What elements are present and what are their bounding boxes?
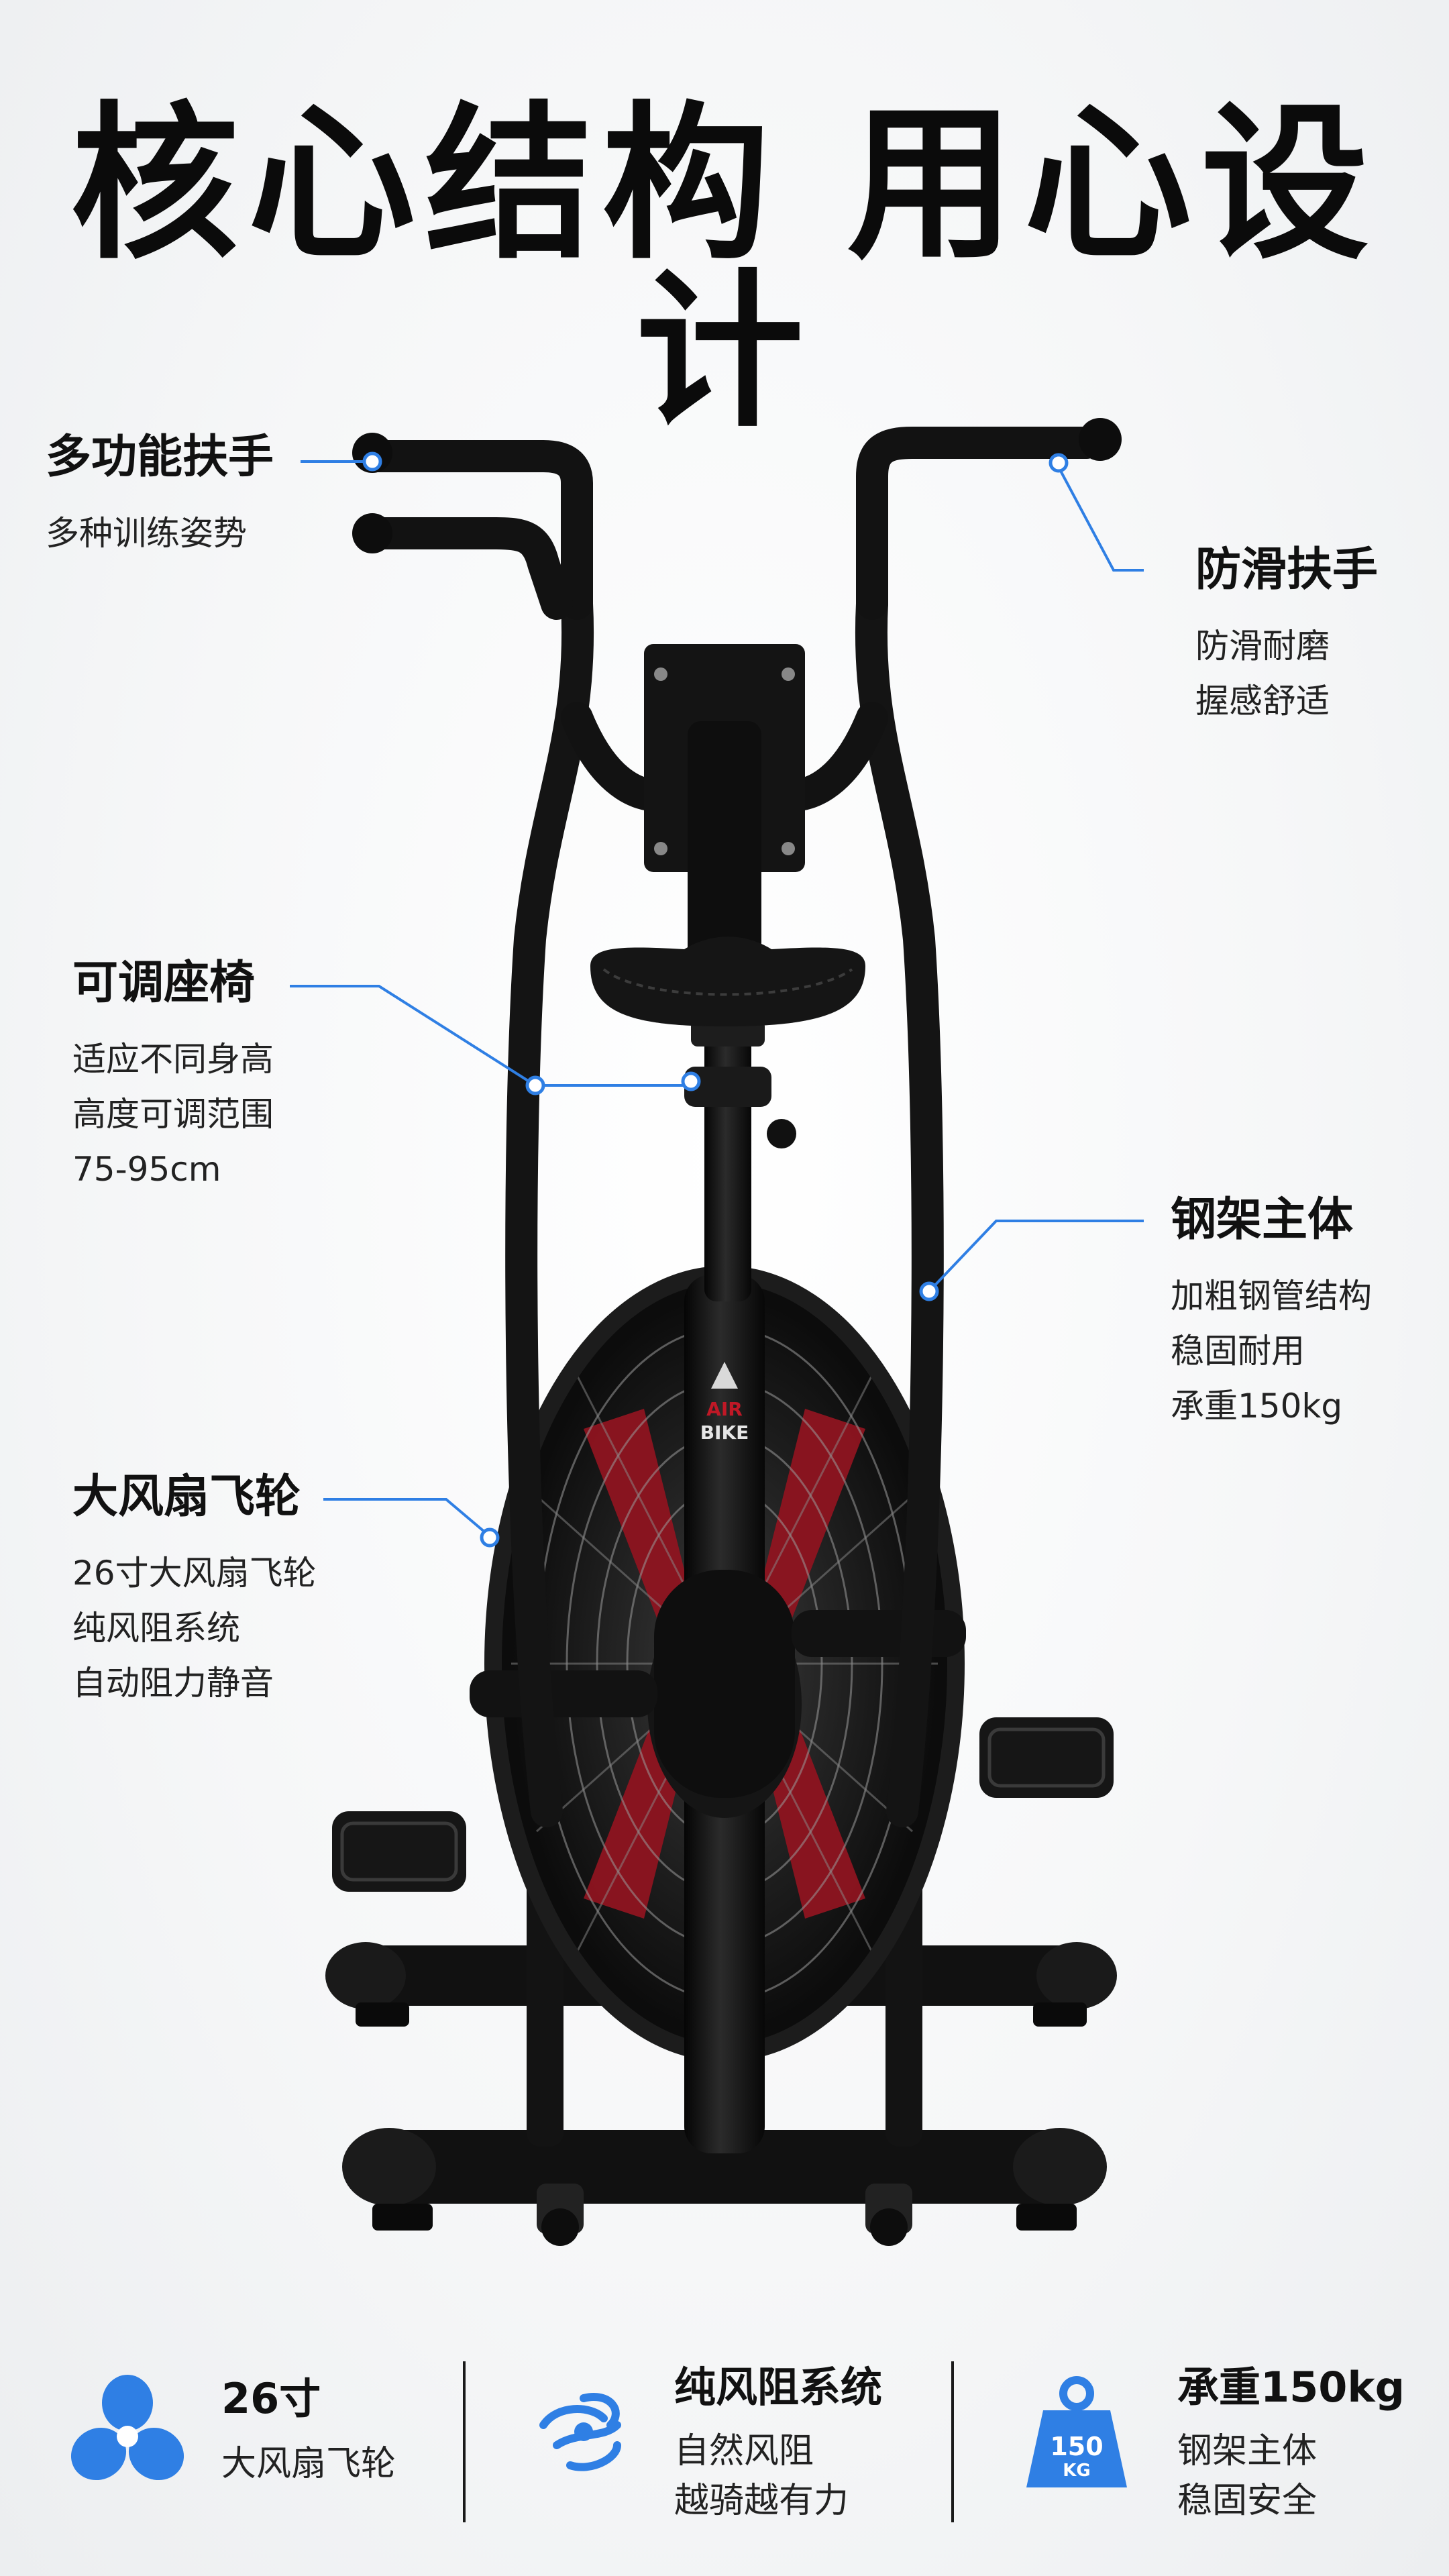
callout-title: 大风扇飞轮 <box>72 1470 301 1523</box>
callout-fan: 大风扇飞轮 26寸大风扇飞轮 纯风阻系统 自动阻力静音 <box>72 1474 317 1711</box>
callout-line: 纯风阻系统 <box>72 1609 240 1648</box>
seat <box>590 936 865 1026</box>
callout-line: 26寸大风扇飞轮 <box>72 1554 317 1593</box>
callout-seat: 可调座椅 适应不同身高 高度可调范围 75-95cm <box>72 961 274 1197</box>
feature-fan: 26寸 大风扇飞轮 <box>0 2328 463 2556</box>
wind-icon <box>539 2393 621 2471</box>
weight-icon <box>1026 2376 1127 2487</box>
callout-frame: 钢架主体 加粗钢管结构 稳固耐用 承重150kg <box>1171 1197 1372 1434</box>
feature-sub: 稳固安全 <box>1177 2481 1318 2521</box>
weight-unit: KG <box>1063 2461 1091 2481</box>
callout-line: 75-95cm <box>72 1150 221 1189</box>
weight-value: 150 <box>1050 2432 1104 2461</box>
front-stabilizer <box>342 2128 1107 2246</box>
callout-line: 握感舒适 <box>1195 682 1330 720</box>
feature-weight: 150 KG 承重150kg 钢架主体 稳固安全 <box>1006 2328 1442 2556</box>
callout-title: 可调座椅 <box>72 957 256 1010</box>
svg-text:AIR: AIR <box>706 1398 743 1420</box>
callout-title: 防滑扶手 <box>1195 543 1379 596</box>
center-post <box>647 1275 802 2153</box>
left-pedal <box>332 1670 657 1892</box>
seat-post <box>684 1020 796 1301</box>
feature-title: 26寸 <box>221 2374 321 2423</box>
divider <box>951 2361 954 2522</box>
callout-title: 钢架主体 <box>1171 1193 1354 1246</box>
feature-title: 承重150kg <box>1177 2363 1405 2412</box>
callout-line: 稳固耐用 <box>1171 1332 1305 1371</box>
feature-sub: 大风扇飞轮 <box>221 2444 396 2484</box>
callout-line: 防滑耐磨 <box>1195 627 1330 665</box>
svg-text:BIKE: BIKE <box>700 1421 749 1444</box>
feature-sub: 钢架主体 <box>1177 2431 1318 2471</box>
feature-title: 纯风阻系统 <box>674 2363 883 2412</box>
callout-multi-handle: 多功能扶手 多种训练姿势 <box>46 435 274 561</box>
callout-line: 承重150kg <box>1171 1387 1343 1426</box>
callout-line: 适应不同身高 <box>72 1040 274 1079</box>
console <box>644 644 805 963</box>
air-bike-logo: AIR BIKE <box>700 1362 749 1444</box>
page-title: 核心结构 用心设计 <box>70 87 1379 449</box>
feature-sub: 自然风阻 <box>674 2431 814 2471</box>
callout-line: 加粗钢管结构 <box>1171 1277 1372 1316</box>
feature-sub: 越骑越有力 <box>674 2481 849 2521</box>
callout-title: 多功能扶手 <box>46 431 274 484</box>
callout-line: 多种训练姿势 <box>46 514 247 553</box>
feature-strip: 26寸 大风扇飞轮 纯风阻系统 自然风阻 越骑越有力 150 KG 承重150k… <box>0 2328 1449 2556</box>
callout-antislip-handle: 防滑扶手 防滑耐磨 握感舒适 <box>1195 547 1378 729</box>
callout-line: 自动阻力静音 <box>72 1664 274 1703</box>
feature-wind: 纯风阻系统 自然风阻 越骑越有力 <box>523 2328 939 2556</box>
fan-icon <box>70 2375 184 2481</box>
divider <box>463 2361 466 2522</box>
callout-line: 高度可调范围 <box>72 1095 274 1134</box>
